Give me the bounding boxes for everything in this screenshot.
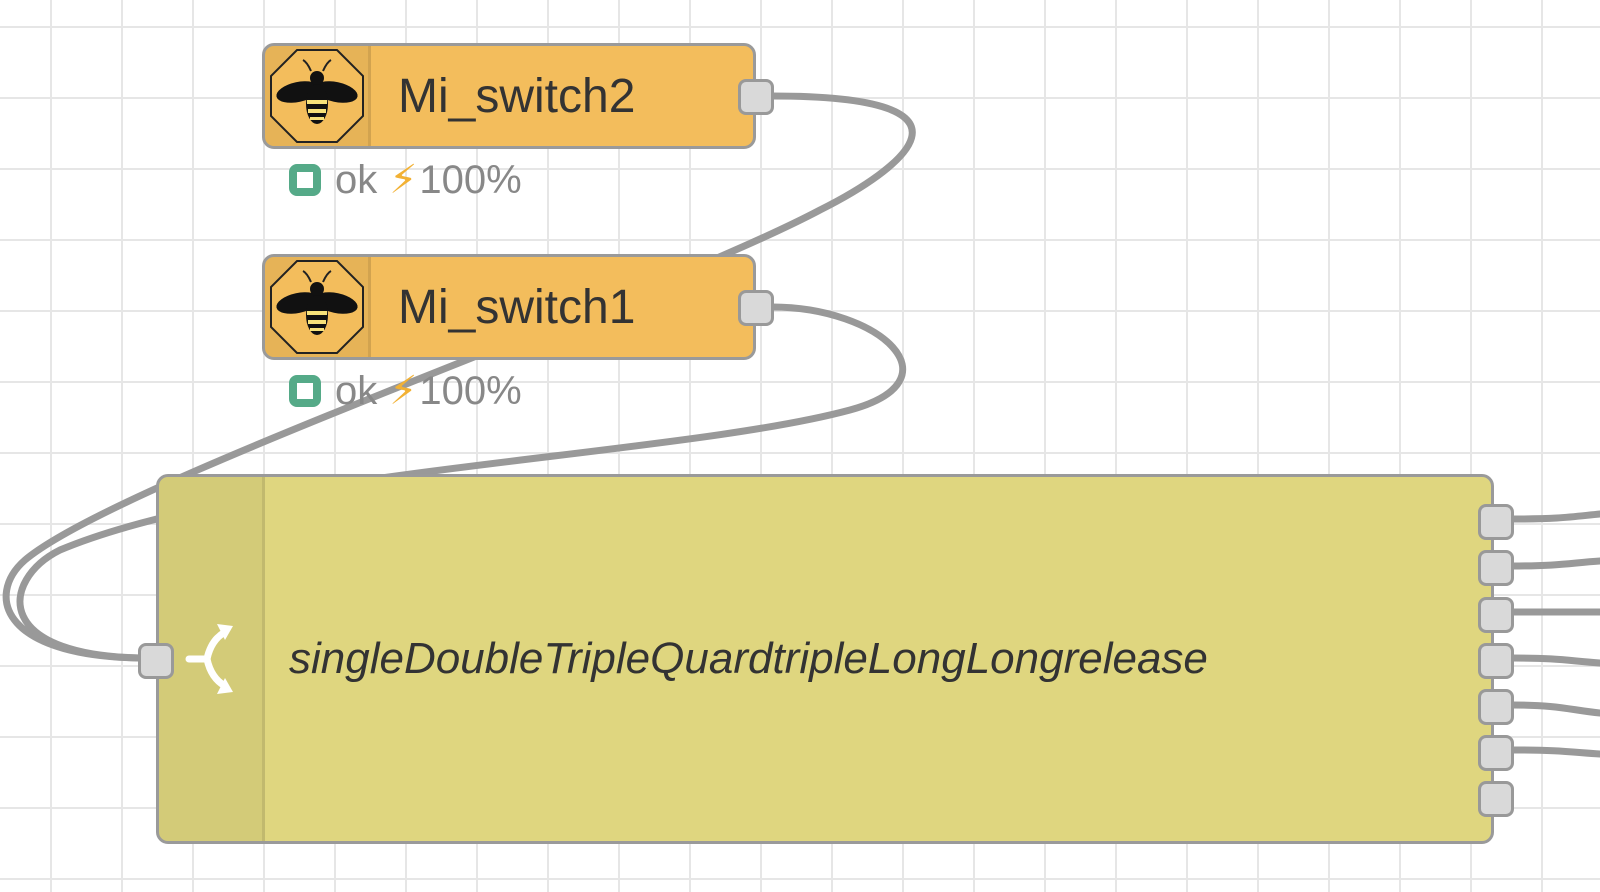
battery-level: 100%: [419, 368, 522, 413]
wire-switch-out-2[interactable]: [1508, 557, 1600, 570]
bee-icon: [269, 49, 364, 143]
lightning-bolt-icon: ⚡: [389, 369, 418, 413]
wire-switch-out-6[interactable]: [1508, 746, 1600, 758]
output-port-6[interactable]: [1478, 735, 1514, 771]
node-mi-switch1[interactable]: Mi_switch1: [262, 254, 774, 360]
node-label: Mi_switch1: [398, 280, 636, 334]
output-port-3[interactable]: [1478, 597, 1514, 633]
bee-icon: [269, 260, 364, 354]
status-ring-icon: [289, 375, 321, 407]
node-mi-switch2[interactable]: Mi_switch2: [262, 43, 774, 149]
output-port-5[interactable]: [1478, 689, 1514, 725]
wire-switch-out-4[interactable]: [1508, 654, 1600, 667]
wire-switch-out-1[interactable]: [1508, 510, 1600, 523]
status-text: ok: [335, 157, 378, 202]
lightning-bolt-icon: ⚡: [389, 158, 418, 202]
battery-level: 100%: [419, 157, 522, 202]
node-status-mi-switch1: ok ⚡ 100%: [289, 366, 522, 416]
output-port-7[interactable]: [1478, 781, 1514, 817]
node-label: singleDoubleTripleQuardtripleLongLongrel…: [289, 634, 1208, 683]
node-switch[interactable]: singleDoubleTripleQuardtripleLongLongrel…: [138, 474, 1514, 844]
output-port-1[interactable]: [1478, 504, 1514, 540]
wire-switch-out-5[interactable]: [1508, 701, 1600, 717]
node-status-mi-switch2: ok ⚡ 100%: [289, 155, 522, 205]
node-icon-area: [159, 477, 265, 841]
node-label: Mi_switch2: [398, 69, 636, 123]
output-port-2[interactable]: [1478, 550, 1514, 586]
output-port[interactable]: [738, 79, 774, 115]
node-icon-area: [265, 257, 371, 357]
status-ring-icon: [289, 164, 321, 196]
status-text: ok: [335, 368, 378, 413]
input-port[interactable]: [138, 643, 174, 679]
output-port-4[interactable]: [1478, 643, 1514, 679]
switch-fork-icon: [185, 624, 233, 694]
output-port[interactable]: [738, 290, 774, 326]
node-icon-area: [265, 46, 371, 146]
